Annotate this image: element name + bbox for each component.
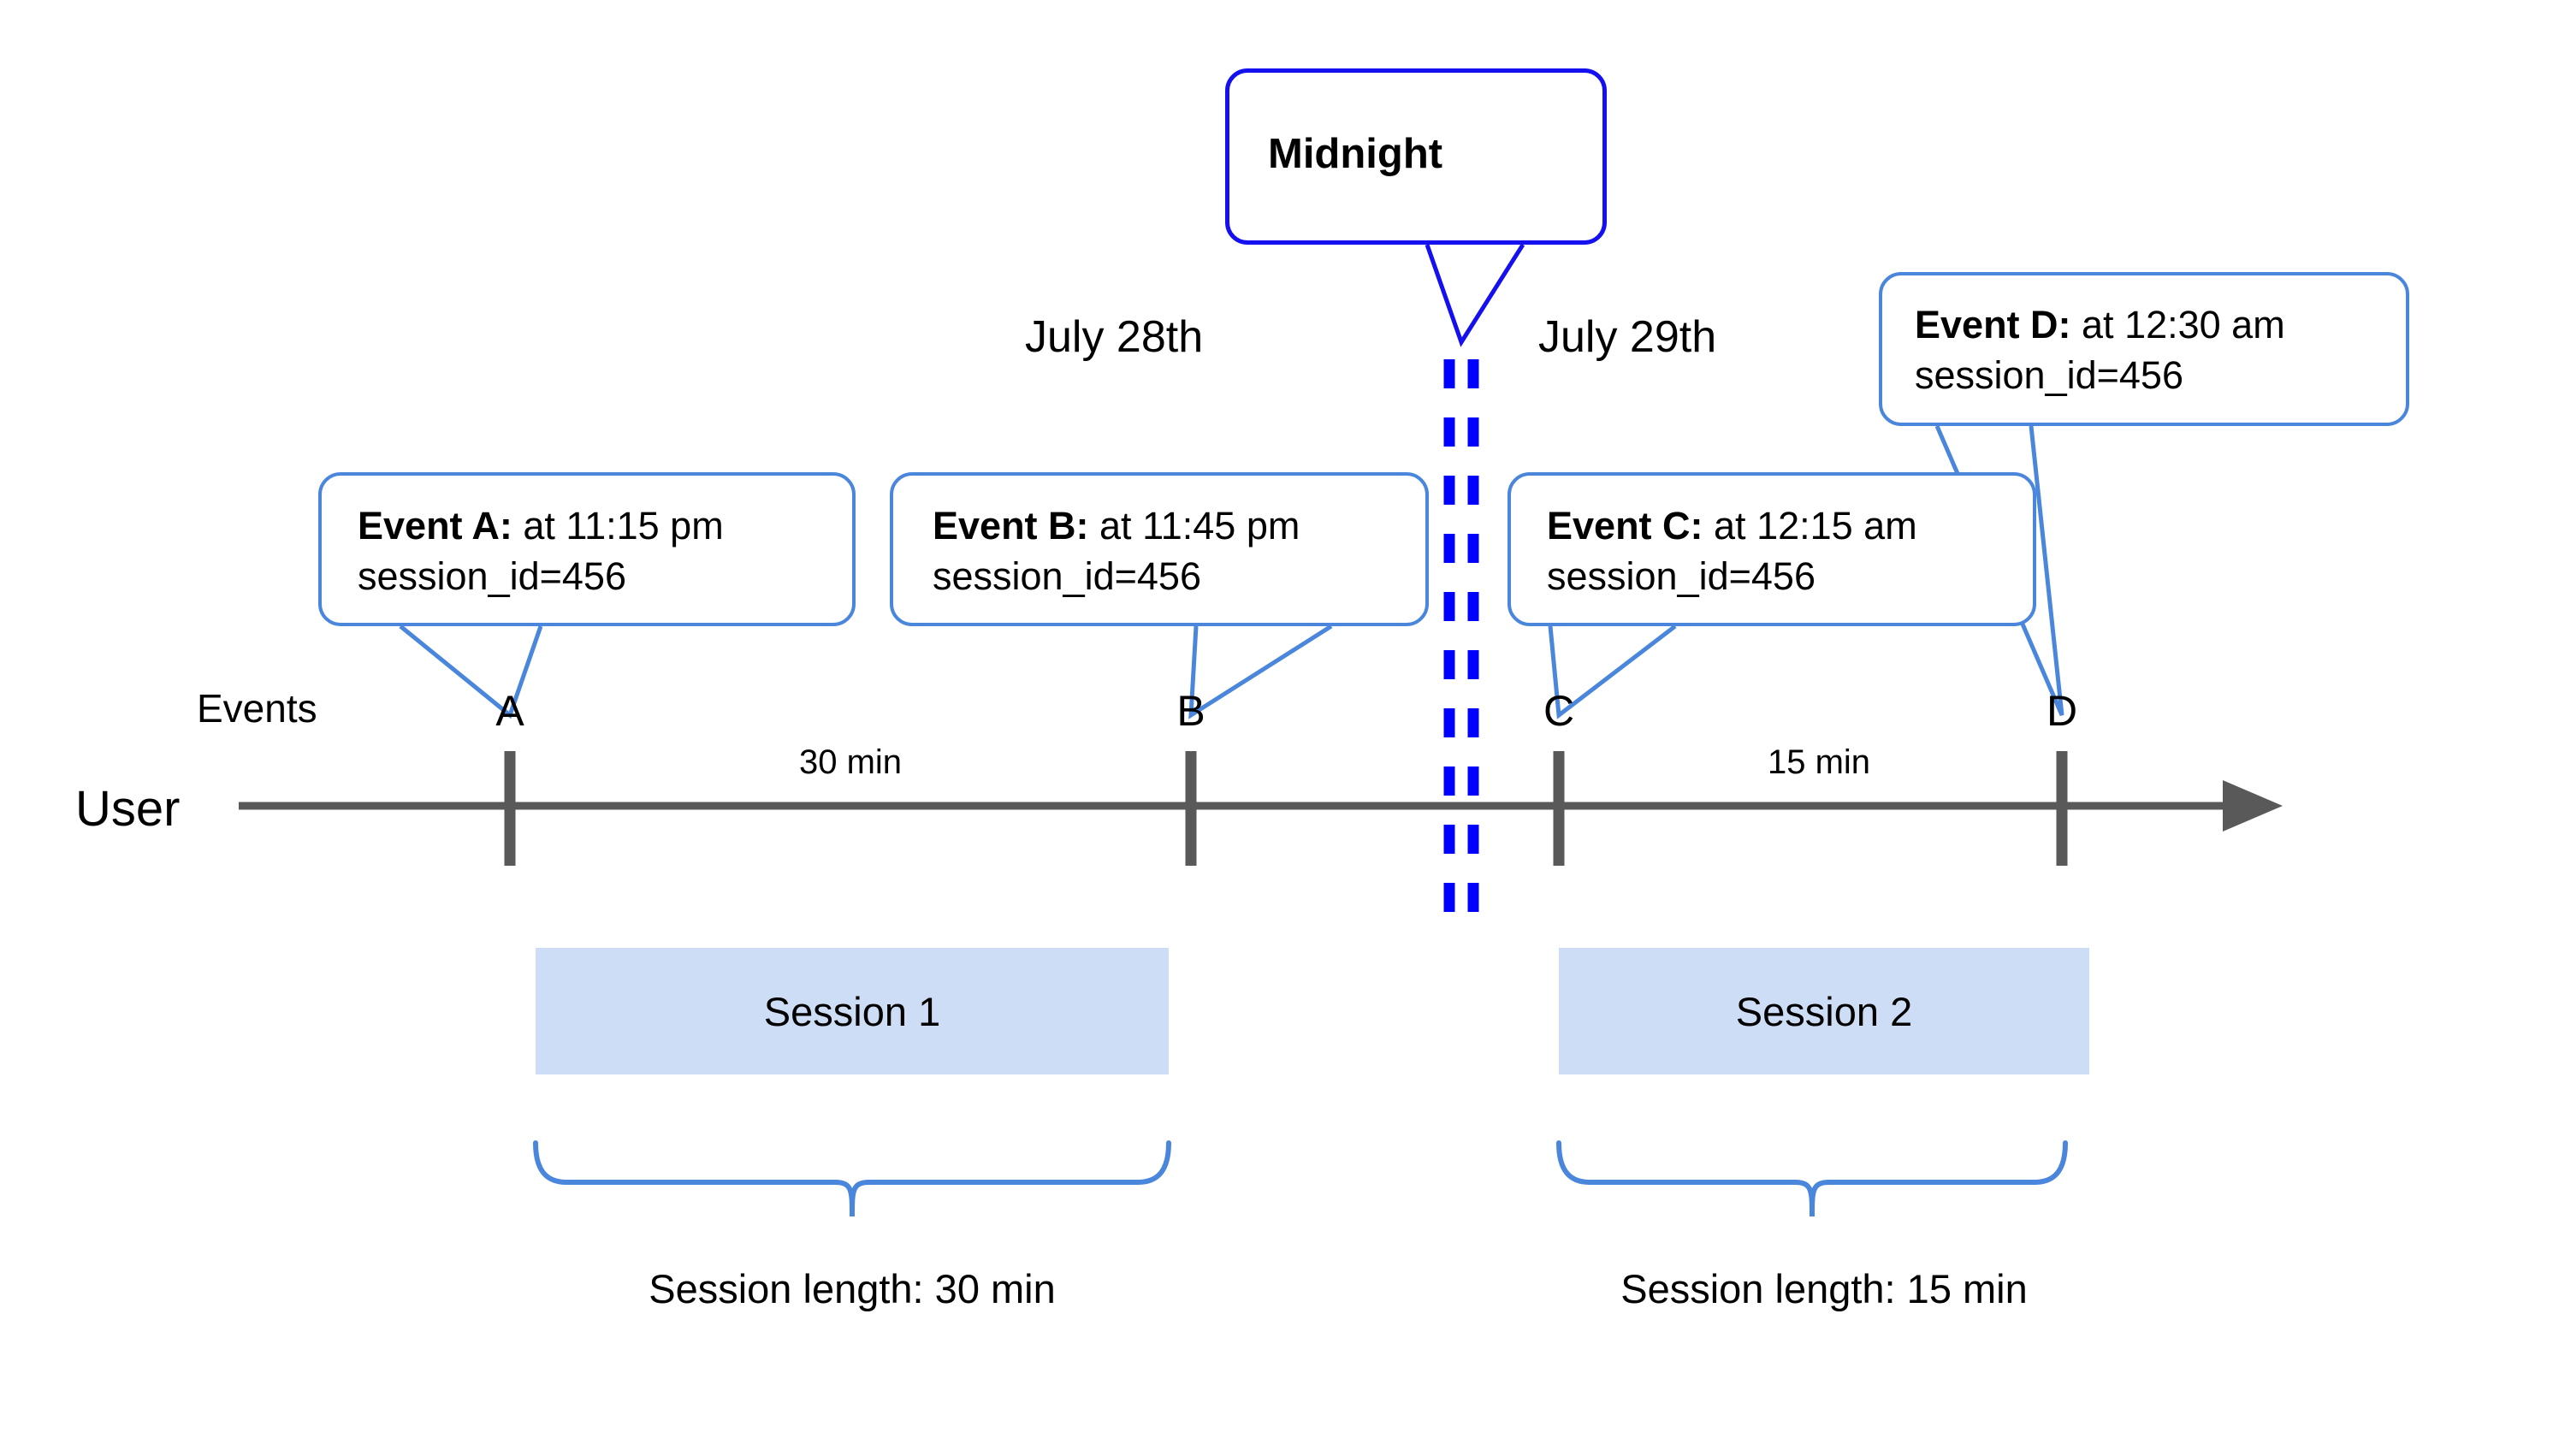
date-label-july-29: July 29th (1538, 312, 1717, 362)
date-label-july-28: July 28th (1025, 312, 1204, 362)
session-length-caption-2: Session length: 15 min (1620, 1266, 2028, 1311)
event-callout-a-text: Event A: at 11:15 pm session_id=456 (358, 500, 724, 602)
events-row-label: Events (197, 686, 317, 731)
event-marker-letter-d: D (2046, 687, 2078, 735)
event-callout-b (890, 472, 1429, 626)
session-bar-1-label: Session 1 (763, 988, 941, 1034)
event-marker-letter-a: A (495, 687, 524, 735)
gap-label-15-min: 15 min (1767, 743, 1871, 781)
event-a-session-id: session_id=456 (358, 554, 626, 599)
session-bar-1: Session 1 (536, 948, 1169, 1074)
event-c-session-id: session_id=456 (1547, 554, 1816, 599)
event-b-time: at 11:45 pm (1088, 504, 1300, 547)
event-callout-a (318, 472, 856, 626)
session-brace-1 (533, 1140, 1171, 1217)
callout-tail-a (399, 624, 543, 719)
event-callout-d-text: Event D: at 12:30 am session_id=456 (1915, 299, 2285, 401)
event-tick-marks (504, 751, 2068, 866)
session-length-caption-1: Session length: 30 min (649, 1266, 1056, 1311)
event-callout-c-text: Event C: at 12:15 am session_id=456 (1547, 500, 1917, 602)
event-marker-letter-c: C (1543, 687, 1575, 735)
event-d-time: at 12:30 am (2070, 303, 2285, 346)
midnight-dashed-lines (1443, 359, 1479, 932)
callout-tail-b (1188, 624, 1333, 719)
event-a-time: at 11:15 pm (512, 504, 724, 547)
event-b-title: Event B: (933, 504, 1089, 547)
gap-label-30-min: 30 min (798, 743, 903, 781)
midnight-label: Midnight (1268, 131, 1443, 177)
timeline-axis (239, 780, 2283, 832)
event-callout-c (1508, 472, 2036, 626)
event-callout-d (1879, 272, 2409, 426)
event-b-session-id: session_id=456 (933, 554, 1201, 599)
event-a-title: Event A: (358, 504, 512, 547)
event-d-title: Event D: (1915, 303, 2071, 346)
event-c-title: Event C: (1547, 504, 1703, 547)
event-marker-letter-b: B (1176, 687, 1205, 735)
event-d-session-id: session_id=456 (1915, 353, 2183, 398)
event-callout-b-text: Event B: at 11:45 pm session_id=456 (933, 500, 1300, 602)
callout-tail-c (1548, 624, 1677, 719)
session-bar-2-label: Session 2 (1735, 988, 1913, 1034)
user-row-label: User (75, 781, 181, 837)
session-bar-2: Session 2 (1559, 948, 2089, 1074)
event-c-time: at 12:15 am (1703, 504, 1917, 547)
session-brace-2 (1556, 1140, 2068, 1217)
midnight-callout-tail (1425, 243, 1525, 347)
midnight-callout-box (1225, 68, 1607, 245)
